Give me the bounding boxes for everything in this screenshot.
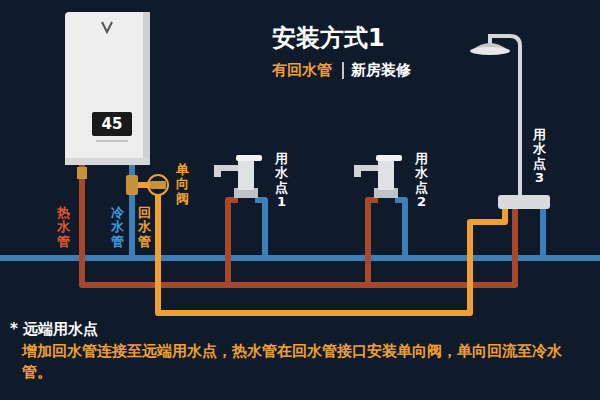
note-text: 增加回水管连接至远端用水点，热水管在回水管接口安装单向阀，单向回流至冷水管。 <box>22 341 588 383</box>
heater-logo <box>102 22 112 32</box>
faucet <box>214 155 262 198</box>
faucet-spout <box>214 165 238 177</box>
cold-riser <box>395 200 405 258</box>
hot-pipe <box>82 165 515 285</box>
subtitle-tag: 有回水管 <box>272 61 332 80</box>
separator <box>342 62 344 79</box>
note-heading: * 远端用水点 <box>10 320 98 339</box>
valve-fitting <box>126 175 138 195</box>
pipe-label: 回水管 <box>138 206 151 249</box>
return-pipe <box>135 185 505 313</box>
cold-pipe <box>0 165 600 258</box>
title: 安装方式1 <box>272 22 385 54</box>
faucet-lever <box>236 155 262 161</box>
faucet-body <box>238 160 254 190</box>
heater-buttons <box>96 140 128 142</box>
heater-display <box>92 112 132 136</box>
outlet-label: 用水点3 <box>533 128 546 185</box>
outlet-label: 用水点1 <box>275 152 288 209</box>
shower-pole <box>490 36 520 196</box>
water-heater: 45 <box>65 12 150 165</box>
shower-mixer <box>498 195 550 209</box>
heater-body <box>65 12 150 165</box>
pipe-label: 热水管 <box>57 206 70 249</box>
outlet-label: 用水点2 <box>415 152 428 209</box>
return-main <box>158 194 505 313</box>
valve-label: 单向阀 <box>176 163 189 206</box>
faucet-spout <box>354 165 378 177</box>
check-valve-body <box>150 181 166 189</box>
shower-plate <box>470 47 510 55</box>
pipe-label: 冷水管 <box>111 206 124 249</box>
temperature-display: 45 <box>102 115 123 133</box>
faucet-body <box>378 160 394 190</box>
hot-riser <box>228 200 238 285</box>
heater-side <box>143 12 150 165</box>
faucet <box>354 155 402 198</box>
cold-riser <box>255 200 265 258</box>
faucet-lever <box>376 155 402 161</box>
hot-riser <box>368 200 378 285</box>
check-valve-ring <box>148 175 168 195</box>
fitting <box>77 167 87 179</box>
cold-riser <box>540 208 546 258</box>
heater-bottom <box>65 158 150 165</box>
shower <box>470 36 550 209</box>
subtitle: 新房装修 <box>351 61 411 80</box>
cold-main <box>0 255 600 261</box>
hot-main <box>82 165 515 285</box>
